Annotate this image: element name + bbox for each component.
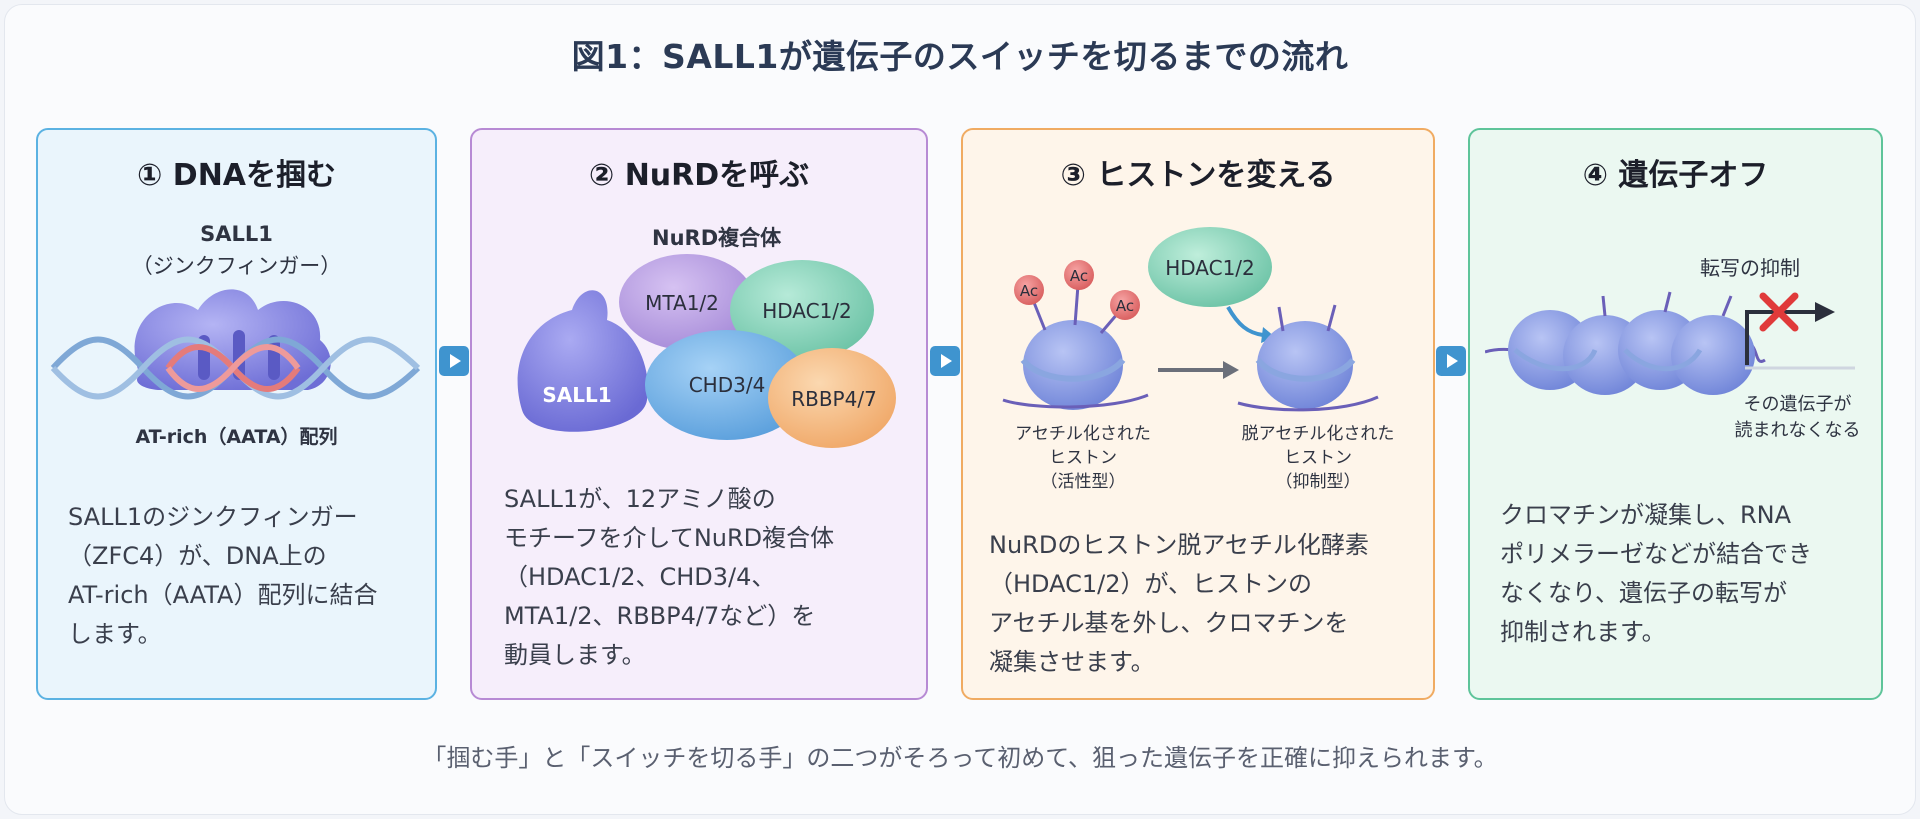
- rbbp-subunit: [768, 348, 896, 448]
- hdac-enzyme-text: HDAC1/2: [1165, 256, 1255, 280]
- acetyl-group: [1064, 260, 1094, 290]
- nucleosome: [1671, 315, 1755, 395]
- acetyl-group: [1014, 275, 1044, 305]
- histone-deacetylation-illustration: HDAC1/2 Ac Ac Ac: [1002, 227, 1379, 412]
- panel-2-title: ② NuRDを呼ぶ: [588, 158, 810, 193]
- sall1-dna-illustration: [50, 289, 421, 400]
- hdac-text: HDAC1/2: [762, 299, 852, 323]
- deacetylated-label-line: 脱アセチル化された: [1241, 424, 1395, 444]
- rbbp-text: RBBP4/7: [791, 387, 877, 411]
- flow-arrow-1: [439, 346, 469, 376]
- panel-3-desc-line: NuRDのヒストン脱アセチル化酵素: [989, 531, 1369, 559]
- acetylated-label: アセチル化された ヒストン （活性型）: [983, 422, 1183, 494]
- hdac-enzyme: [1148, 227, 1272, 307]
- not-read-note-line: 読まれなくなる: [1734, 420, 1861, 441]
- panel-2-desc-line: 動員します。: [504, 641, 646, 669]
- figure-title: 図1：SALL1が遺伝子のスイッチを切るまでの流れ: [571, 37, 1349, 76]
- panel-2-desc-line: （HDAC1/2、CHD3/4、: [504, 563, 776, 591]
- panel-3-title: ③ ヒストンを変える: [1060, 158, 1336, 193]
- flow-arrow-2: [930, 346, 960, 376]
- sall1-text: SALL1: [542, 383, 611, 407]
- panel-1-title: ① DNAを掴む: [136, 158, 337, 193]
- deacetylated-label: 脱アセチル化された ヒストン （抑制型）: [1218, 422, 1418, 494]
- chd-text: CHD3/4: [689, 373, 766, 397]
- not-read-note: その遺伝子が 読まれなくなる: [1720, 392, 1875, 444]
- panel-1-desc-line: （ZFC4）が、DNA上の: [68, 542, 327, 570]
- panel-1-desc-line: SALL1のジンクフィンガー: [68, 503, 358, 531]
- deacetylated-label-line: （抑制型）: [1275, 472, 1361, 492]
- panel-4-desc-line: ポリメラーゼなどが結合でき: [1500, 540, 1812, 568]
- panel-3-desc-line: （HDAC1/2）が、ヒストンの: [989, 570, 1313, 598]
- acetyl-text: Ac: [1020, 282, 1038, 300]
- sall1-protein-shape: [134, 289, 331, 390]
- panel-1-desc-line: AT-rich（AATA）配列に結合: [68, 581, 378, 609]
- panel-1-desc-line: します。: [68, 620, 162, 648]
- panel-2-desc-line: モチーフを介してNuRD複合体: [504, 524, 835, 552]
- acetylated-label-line: アセチル化された: [1015, 424, 1151, 444]
- panel-2-desc-line: SALL1が、12アミノ酸の: [504, 485, 776, 513]
- panel-4-desc-line: クロマチンが凝集し、RNA: [1500, 501, 1792, 529]
- deacetylated-nucleosome: [1257, 321, 1353, 409]
- nurd-complex-illustration: SALL1 MTA1/2 HDAC1/2 CHD3/4 RBBP4/7: [517, 254, 896, 448]
- hdac-subunit: [730, 260, 874, 360]
- mta-text: MTA1/2: [645, 291, 719, 315]
- acetyl-group: [1110, 290, 1140, 320]
- sall1-shape: [517, 290, 648, 432]
- repression-label: 転写の抑制: [1700, 256, 1800, 280]
- panel-3-histone-modify: ③ ヒストンを変える HDAC1/2 Ac Ac Ac: [961, 128, 1435, 700]
- mta-subunit: [619, 254, 755, 350]
- zinc-finger-label: （ジンクフィンガー）: [131, 254, 342, 278]
- sall1-label: SALL1: [200, 222, 273, 246]
- acetylated-label-line: （活性型）: [1040, 472, 1126, 492]
- nurd-complex-label: NuRD複合体: [652, 226, 782, 250]
- acetylated-label-line: ヒストン: [1049, 448, 1117, 468]
- panel-4-description: クロマチンが凝集し、RNA ポリメラーゼなどが結合でき なくなり、遺伝子の転写が…: [1500, 496, 1812, 652]
- acetyl-text: Ac: [1116, 297, 1134, 315]
- panel-2-desc-line: MTA1/2、RBBP4/7など）を: [504, 602, 816, 630]
- panel-3-description: NuRDのヒストン脱アセチル化酵素 （HDAC1/2）が、ヒストンの アセチル基…: [989, 526, 1369, 682]
- panel-1-description: SALL1のジンクフィンガー （ZFC4）が、DNA上の AT-rich（AAT…: [68, 498, 377, 654]
- deacetylated-label-line: ヒストン: [1284, 448, 1352, 468]
- panel-4-gene-off: ④ 遺伝子オフ 転写の抑制 その遺伝子が 読まれなくなる クロマチンが凝集し、R…: [1468, 128, 1883, 700]
- figure-caption: 「掴む手」と「スイッチを切る手」の二つがそろって初めて、狙った遺伝子を正確に抑え…: [422, 744, 1498, 772]
- panel-4-desc-line: なくなり、遺伝子の転写が: [1500, 579, 1788, 607]
- condensed-chromatin-illustration: [1485, 291, 1855, 395]
- chd-subunit: [645, 330, 809, 440]
- panel-1-dna-binding: ① DNAを掴む SALL1 （ジンクフィンガー） AT-rich（AATA）配…: [36, 128, 437, 700]
- acetyl-text: Ac: [1070, 267, 1088, 285]
- hdac-action-arrow: [1226, 306, 1264, 337]
- panel-2-description: SALL1が、12アミノ酸の モチーフを介してNuRD複合体 （HDAC1/2、…: [504, 480, 834, 675]
- panel-2-nurd-recruit: ② NuRDを呼ぶ NuRD複合体 SALL1 MTA1/2 HDAC1/2 C…: [470, 128, 928, 700]
- panel-4-desc-line: 抑制されます。: [1500, 618, 1666, 646]
- not-read-note-line: その遺伝子が: [1743, 394, 1852, 415]
- transcription-start-arrow: [1745, 310, 1815, 365]
- panel-3-desc-line: アセチル基を外し、クロマチンを: [989, 609, 1349, 637]
- at-rich-label: AT-rich（AATA）配列: [135, 426, 338, 448]
- panel-4-title: ④ 遺伝子オフ: [1582, 158, 1769, 193]
- flow-arrow-3: [1436, 346, 1466, 376]
- panel-3-desc-line: 凝集させます。: [989, 648, 1155, 676]
- acetylated-nucleosome: [1023, 320, 1123, 410]
